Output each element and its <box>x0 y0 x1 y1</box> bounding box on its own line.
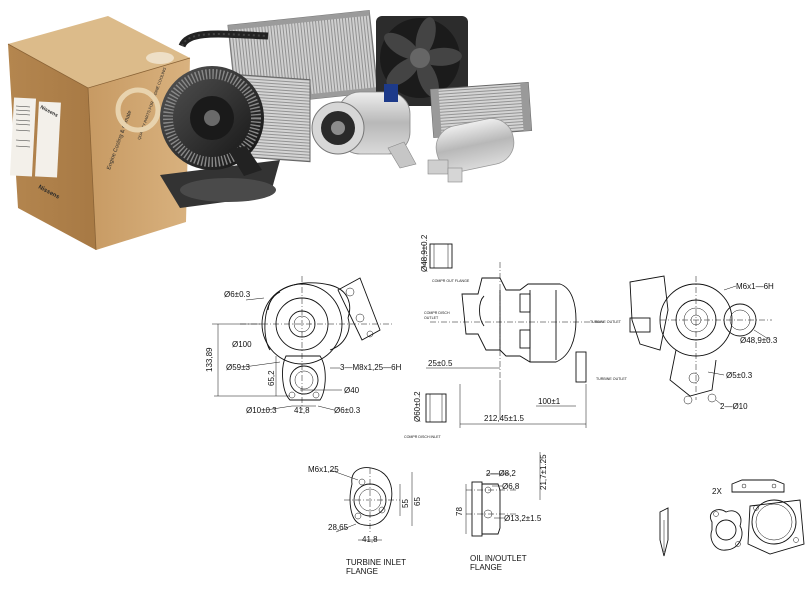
flange-dim-28: 28,65 <box>328 523 349 532</box>
front-dim-dia100: Ø100 <box>232 340 252 349</box>
rear-dim-5: Ø5±0.3 <box>726 371 753 380</box>
front-dim-65: 65,2 <box>267 370 276 386</box>
oil-dim-78: 78 <box>455 507 464 516</box>
side-label-out: TURBINE OUTLET <box>596 377 628 381</box>
front-dim-height: 133,89 <box>205 347 214 372</box>
side-dim-100: 100±1 <box>538 397 561 406</box>
side-dim-top: Ø48,9±0.2 <box>420 234 429 272</box>
oil-caption-2: FLANGE <box>470 563 502 572</box>
radiator-fan <box>376 16 468 106</box>
side-dim-bottom: Ø60±0.2 <box>413 391 422 422</box>
side-dim-25: 25±0.5 <box>428 359 453 368</box>
blower-motor <box>160 66 280 208</box>
oil-dim-6: Ø6,8 <box>502 482 520 491</box>
side-label-left-2: OUTLET <box>424 316 439 320</box>
side-dim-212: 212,45±1.5 <box>484 414 525 423</box>
flange-dim-thread: M6x1,25 <box>308 465 339 474</box>
front-dim-41: 41,8 <box>294 406 310 415</box>
side-label-top: COMPR OUT FLANGE <box>432 279 470 283</box>
rear-dim-48: Ø48,9±0.3 <box>740 336 778 345</box>
front-dim-dia59: Ø59±3 <box>226 363 251 372</box>
front-view-drawing: Ø6±0.3 Ø100 Ø59±3 133,89 65,2 3—M8x1,25—… <box>205 276 402 415</box>
rear-dim-thread: M6x1—6H <box>736 282 774 291</box>
side-label-bottom: COMPR DISCH INLET <box>404 435 442 439</box>
nissens-box: Nissens Nissens Engine Cooling & Climate… <box>7 16 191 251</box>
oil-dim-21: 21,7±1.25 <box>539 454 548 490</box>
ac-compressor <box>311 84 417 169</box>
side-label-left-1: COMPR DISCH <box>424 311 450 315</box>
side-view-drawing: Ø48,9±0.2 COMPR OUT FLANGE COMPR DISCH O… <box>404 234 628 439</box>
receiver-drier <box>427 118 515 183</box>
gaskets-drawing: 2X <box>659 479 805 557</box>
flange-dim-65: 65 <box>413 497 422 506</box>
oil-dim-2x8: 2—Ø8,2 <box>486 469 516 478</box>
rear-view-drawing: M6x1—6H Ø48,9±0.3 Ø5±0.3 2—Ø10 <box>629 275 778 411</box>
rear-dim-2x10: 2—Ø10 <box>720 402 748 411</box>
flange-dim-55: 55 <box>401 499 410 508</box>
flange-caption-2: FLANGE <box>346 567 378 576</box>
front-dim-6b: Ø6±0.3 <box>334 406 361 415</box>
turbine-inlet-flange-drawing: M6x1,25 55 65 28,65 41,8 TURBINE INLET F… <box>308 465 422 576</box>
radiator <box>429 82 533 138</box>
front-dim-top: Ø6±0.3 <box>224 290 251 299</box>
oil-dim-13: Ø13,2±1.5 <box>504 514 542 523</box>
gasket-label-2x: 2X <box>712 487 722 496</box>
oil-flange-drawing: 2—Ø8,2 Ø6,8 Ø13,2±1.5 78 21,7±1.25 OIL I… <box>455 452 548 572</box>
front-dim-40: Ø40 <box>344 386 360 395</box>
flange-dim-41: 41,8 <box>362 535 378 544</box>
front-dim-thread: 3—M8x1,25—6H <box>340 363 402 372</box>
product-photo: Nissens Nissens Engine Cooling & Climate… <box>7 9 533 251</box>
front-dim-10: Ø10±0.3 <box>246 406 277 415</box>
flange-caption-1: TURBINE INLET <box>346 558 406 567</box>
side-label-right: TURBINE OUTLET <box>590 320 622 324</box>
oil-caption-1: OIL IN/OUTLET <box>470 554 527 563</box>
